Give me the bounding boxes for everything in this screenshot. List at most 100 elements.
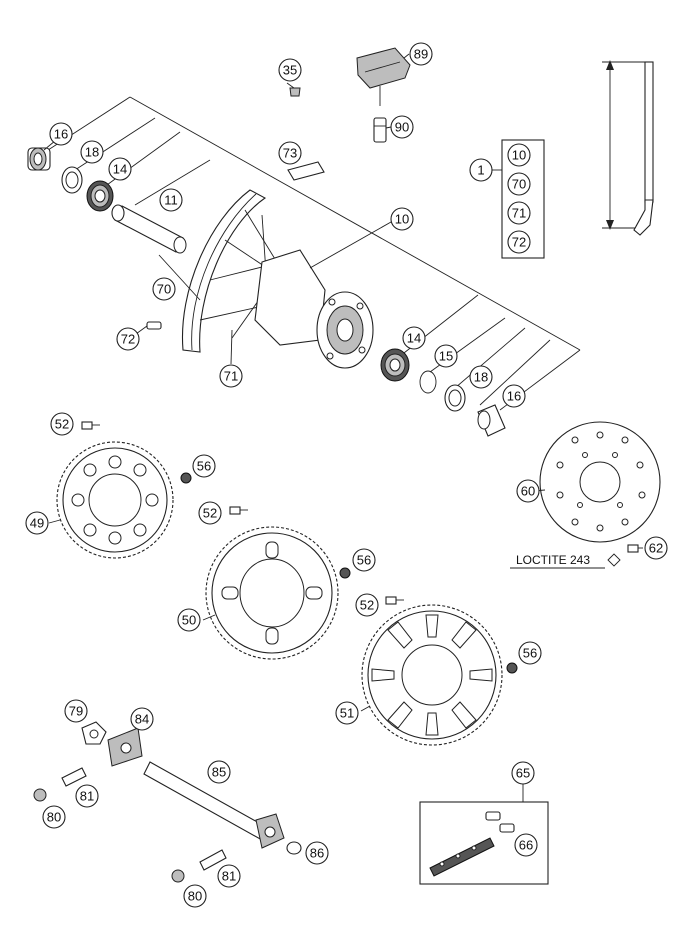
callout-11: 11 — [159, 188, 183, 212]
spoke-dimension-drawing — [602, 60, 654, 236]
svg-text:90: 90 — [395, 120, 409, 135]
callout-84: 84 — [130, 707, 154, 731]
sprocket-part-50 — [205, 526, 339, 660]
svg-text:18: 18 — [85, 145, 99, 160]
bolt-part-52-a — [81, 421, 100, 430]
svg-text:65: 65 — [516, 766, 530, 781]
callout-66: 66 — [514, 833, 538, 857]
svg-text:72: 72 — [121, 332, 135, 347]
callout-70: 70 — [152, 277, 176, 301]
svg-text:89: 89 — [414, 47, 428, 62]
svg-text:80: 80 — [188, 889, 202, 904]
svg-text:70: 70 — [157, 282, 171, 297]
callout-65: 65 — [511, 761, 535, 785]
callout-49: 49 — [25, 511, 49, 535]
kit-item-10: 10 — [507, 143, 531, 167]
disc-bolt-part-62 — [607, 544, 639, 567]
nut-part-80-a — [33, 788, 47, 802]
callout-86: 86 — [305, 841, 329, 865]
callout-90: 90 — [390, 115, 414, 139]
spoke-nipple-part-72 — [146, 321, 162, 330]
svg-text:52: 52 — [360, 598, 374, 613]
svg-text:70: 70 — [512, 177, 526, 192]
bolt-part-52-b — [229, 506, 248, 515]
svg-text:52: 52 — [203, 506, 217, 521]
svg-text:80: 80 — [47, 810, 61, 825]
spacer-part-16-left — [27, 147, 51, 171]
callout-80-b: 80 — [183, 884, 207, 908]
svg-text:81: 81 — [80, 789, 94, 804]
callout-51: 51 — [335, 701, 359, 725]
callout-52-a: 52 — [50, 412, 74, 436]
callout-15: 15 — [434, 344, 458, 368]
seal-part-18-left — [61, 166, 83, 194]
callout-81-a: 81 — [75, 784, 99, 808]
svg-text:51: 51 — [340, 706, 354, 721]
leader-lines — [43, 53, 643, 712]
svg-text:71: 71 — [224, 369, 238, 384]
adjust-bolt-part-81-a — [61, 767, 87, 787]
axle-nut-part-79 — [81, 721, 107, 745]
sprocket-part-49 — [56, 441, 174, 559]
callout-52-b: 52 — [198, 501, 222, 525]
callout-18-right: 18 — [469, 365, 493, 389]
svg-text:85: 85 — [212, 765, 226, 780]
bolt-part-52-c — [385, 596, 404, 605]
callout-60: 60 — [516, 479, 540, 503]
brake-disc-part-60 — [539, 421, 661, 543]
spacer-part-16-right — [477, 404, 506, 437]
svg-text:86: 86 — [310, 846, 324, 861]
bearing-part-14-left — [86, 180, 114, 212]
callout-16-right: 16 — [502, 384, 526, 408]
valve-cap-part-35 — [289, 87, 301, 97]
svg-text:35: 35 — [283, 63, 297, 78]
callout-35: 35 — [278, 58, 302, 82]
svg-text:62: 62 — [649, 541, 663, 556]
nut-part-90 — [373, 117, 387, 143]
svg-text:66: 66 — [519, 838, 533, 853]
svg-text:84: 84 — [135, 712, 149, 727]
svg-text:56: 56 — [197, 459, 211, 474]
spacer-tube-part-11 — [111, 204, 187, 254]
svg-text:81: 81 — [222, 869, 236, 884]
chain-adjuster-part-84 — [107, 727, 143, 767]
callout-89: 89 — [409, 42, 433, 66]
callout-50: 50 — [177, 608, 201, 632]
nut-part-80-b — [171, 869, 185, 883]
callout-79: 79 — [64, 699, 88, 723]
sprocket-part-51 — [361, 604, 503, 746]
svg-text:72: 72 — [512, 235, 526, 250]
seal-part-18-right — [444, 384, 466, 412]
callout-16-left: 16 — [49, 122, 73, 146]
callout-10: 10 — [390, 207, 414, 231]
circlip-part-15 — [419, 370, 437, 394]
svg-text:49: 49 — [30, 516, 44, 531]
nut-part-56-c — [506, 662, 518, 674]
callout-56-a: 56 — [192, 454, 216, 478]
svg-text:10: 10 — [395, 212, 409, 227]
axle-part-85 — [143, 761, 285, 849]
svg-text:14: 14 — [407, 331, 421, 346]
bearing-part-14-right — [380, 348, 410, 382]
nut-part-56-b — [339, 567, 351, 579]
cap-part-86 — [286, 841, 302, 855]
assembly-frame-lines — [44, 96, 581, 411]
rim-part-70 — [181, 189, 267, 353]
rim-tape-part-73 — [287, 161, 325, 181]
callout-52-c: 52 — [355, 593, 379, 617]
svg-text:60: 60 — [521, 484, 535, 499]
svg-text:50: 50 — [182, 613, 196, 628]
svg-text:11: 11 — [164, 193, 178, 208]
loctite-note: LOCTITE 243 — [516, 553, 590, 567]
svg-text:10: 10 — [512, 148, 526, 163]
callout-18-left: 18 — [80, 140, 104, 164]
callout-14-left: 14 — [108, 157, 132, 181]
svg-text:15: 15 — [439, 349, 453, 364]
callout-85: 85 — [207, 760, 231, 784]
callout-73: 73 — [278, 141, 302, 165]
svg-text:16: 16 — [507, 389, 521, 404]
svg-text:56: 56 — [357, 553, 371, 568]
kit-item-72: 72 — [507, 230, 531, 254]
svg-text:14: 14 — [113, 162, 127, 177]
